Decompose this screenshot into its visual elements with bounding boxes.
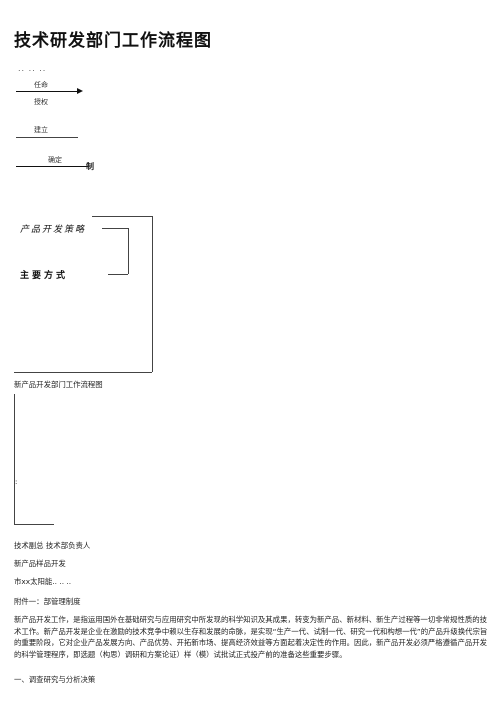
strategy-label: 产品开发策略 [20,225,87,235]
roles-text: 技术副总 技术部负责人 [14,541,91,550]
bracket-top [102,228,128,229]
bracket-bottom [108,274,128,275]
bracket-vertical [128,228,129,274]
left-bottom-line [14,524,54,525]
marker: : [15,478,18,486]
sample-dev-text: 新产品样品开发 [14,559,66,568]
long-vertical-line [152,216,153,372]
intro-paragraph: 新产品开发工作，是指运用国外在基础研究与应用研究中所发现的科学知识及其成果，转变… [14,615,488,659]
page-title: 技术研发部门工作流程图 [14,31,212,51]
determine-line [16,166,88,167]
appoint-label: 任命 [34,81,48,89]
chart-caption: 新产品开发部门工作流程图 [14,380,103,389]
section-heading-1: 一、调查研究与分析决策 [14,675,96,684]
title-dots: .. .. .. [18,64,47,73]
establish-label: 建立 [34,126,48,134]
appoint-arrow [16,88,83,94]
left-vertical-line [14,394,15,524]
attachment-heading: 附件一：部管理制度 [14,597,81,606]
connector-top [92,216,152,217]
main-mode-label: 主要方式 [20,271,69,281]
company-text: 市xx太阳能.. .. .. [14,577,72,586]
determine-label: 确定 [48,156,62,164]
connector-bottom [14,372,152,373]
authorize-label: 授权 [34,98,48,106]
determine-mark: 制 [86,161,94,171]
establish-line [16,137,78,138]
